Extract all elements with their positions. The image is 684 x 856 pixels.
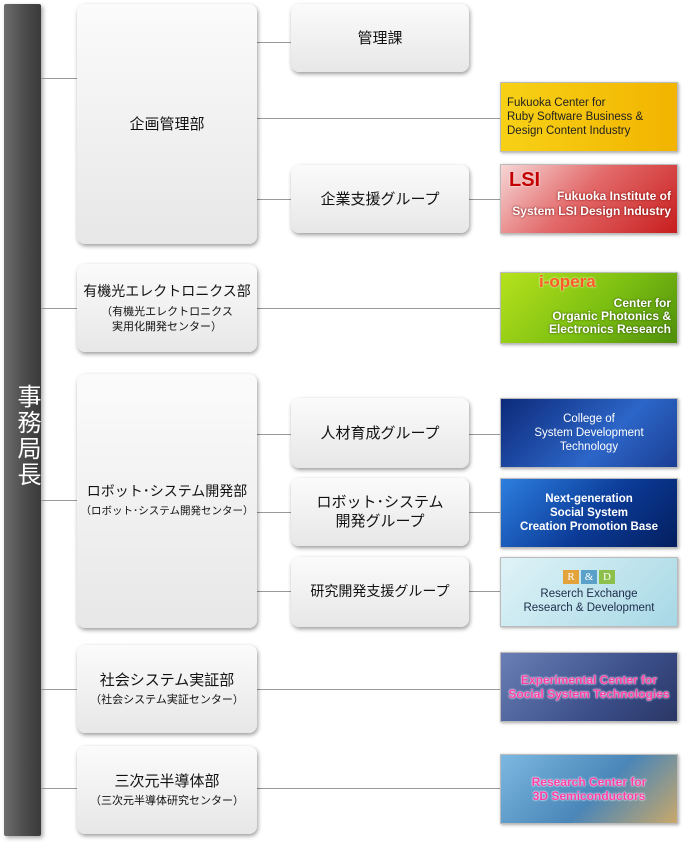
banner-iopera-center[interactable]: i-opera Center for Organic Photonics & E… <box>500 272 678 344</box>
connector-robot-kenkyu <box>257 591 291 592</box>
connector-kikaku-kigyo <box>257 199 291 200</box>
connector-kigyo-lsi <box>469 199 500 200</box>
banner-exp-text: Experimental Center for Social System Te… <box>508 673 669 701</box>
banner-experimental-center[interactable]: Experimental Center for Social System Te… <box>500 652 678 722</box>
dept-kikaku: 企画管理部 <box>77 4 257 244</box>
dept-yuki-label: 有機光エレクトロニクス部 <box>83 283 251 302</box>
section-kanri: 管理課 <box>291 4 469 72</box>
director-sidebar: 事務局長 <box>4 4 41 836</box>
banner-lsi-text: Fukuoka Institute of System LSI Design I… <box>512 189 671 219</box>
dept-yuki-sublabel: （有機光エレクトロニクス 実用化開発センター） <box>101 304 233 334</box>
connector-kikaku-ruby <box>257 118 500 119</box>
banner-lsi-institute[interactable]: LSI Fukuoka Institute of System LSI Desi… <box>500 164 678 234</box>
banner-rd-text: Reserch Exchange Research & Development <box>523 587 654 615</box>
section-kigyo: 企業支援グループ <box>291 165 469 233</box>
banner-rd[interactable]: R & D Reserch Exchange Research & Develo… <box>500 557 678 627</box>
connector-robot-robotgroup <box>257 512 291 513</box>
banner-ruby-text: Fukuoka Center for Ruby Software Busines… <box>507 96 643 138</box>
dept-sanjigen: 三次元半導体部 （三次元半導体研究センター） <box>77 746 257 834</box>
banner-iopera-text: Center for Organic Photonics & Electroni… <box>549 297 671 336</box>
connector-robotgroup-nextgen <box>469 512 500 513</box>
dept-sanjigen-label: 三次元半導体部 <box>114 772 219 791</box>
section-kigyo-label: 企業支援グループ <box>320 190 439 209</box>
rd-badges: R & D <box>563 570 615 584</box>
dept-shakai: 社会システム実証部 （社会システム実証センター） <box>77 645 257 733</box>
banner-nextgen[interactable]: Next-generation Social System Creation P… <box>500 478 678 548</box>
connector-kenkyu-rd <box>469 591 500 592</box>
section-robot-kaihatsu-label: ロボット･システム 開発グループ <box>316 493 443 531</box>
rd-badge-amp: & <box>581 570 597 584</box>
section-robot-kaihatsu: ロボット･システム 開発グループ <box>291 478 469 546</box>
banner-iopera-logo: i-opera <box>539 275 596 288</box>
dept-sanjigen-sublabel: （三次元半導体研究センター） <box>90 793 244 808</box>
dept-kikaku-label: 企画管理部 <box>129 115 204 134</box>
director-label: 事務局長 <box>4 384 41 488</box>
connector-jinzai-college <box>469 434 500 435</box>
banner-semi-text: Research Center for 3D Semiconductors <box>532 775 647 803</box>
connector-sidebar-yuki <box>41 308 77 309</box>
connector-robot-jinzai <box>257 434 291 435</box>
rd-badge-r: R <box>563 570 579 584</box>
connector-sanjigen-semi <box>257 788 500 789</box>
banner-college[interactable]: College of System Development Technology <box>500 398 678 468</box>
connector-kikaku-kanri <box>257 42 291 43</box>
connector-sidebar-shakai <box>41 689 77 690</box>
section-kenkyu: 研究開発支援グループ <box>291 557 469 627</box>
section-jinzai: 人材育成グループ <box>291 398 469 468</box>
connector-sidebar-sanjigen <box>41 788 77 789</box>
dept-yuki: 有機光エレクトロニクス部 （有機光エレクトロニクス 実用化開発センター） <box>77 264 257 352</box>
banner-3d-semiconductors[interactable]: Research Center for 3D Semiconductors <box>500 754 678 824</box>
dept-shakai-sublabel: （社会システム実証センター） <box>90 692 244 707</box>
connector-yuki-iopera <box>257 308 500 309</box>
dept-robot-sublabel: （ロボット･システム開発センター） <box>81 504 254 519</box>
section-kenkyu-label: 研究開発支援グループ <box>310 583 449 602</box>
section-kanri-label: 管理課 <box>357 29 402 48</box>
banner-ruby-center[interactable]: Fukuoka Center for Ruby Software Busines… <box>500 82 678 152</box>
section-jinzai-label: 人材育成グループ <box>320 424 439 443</box>
connector-sidebar-kikaku <box>41 78 77 79</box>
banner-nextgen-text: Next-generation Social System Creation P… <box>520 492 658 534</box>
dept-shakai-label: 社会システム実証部 <box>100 671 235 690</box>
dept-robot-label: ロボット･システム開発部 <box>87 483 248 502</box>
connector-sidebar-robot <box>41 500 77 501</box>
banner-college-text: College of System Development Technology <box>534 412 643 454</box>
banner-lsi-logo: LSI <box>509 173 540 188</box>
dept-robot: ロボット･システム開発部 （ロボット･システム開発センター） <box>77 374 257 628</box>
rd-badge-d: D <box>599 570 615 584</box>
connector-shakai-exp <box>257 689 500 690</box>
